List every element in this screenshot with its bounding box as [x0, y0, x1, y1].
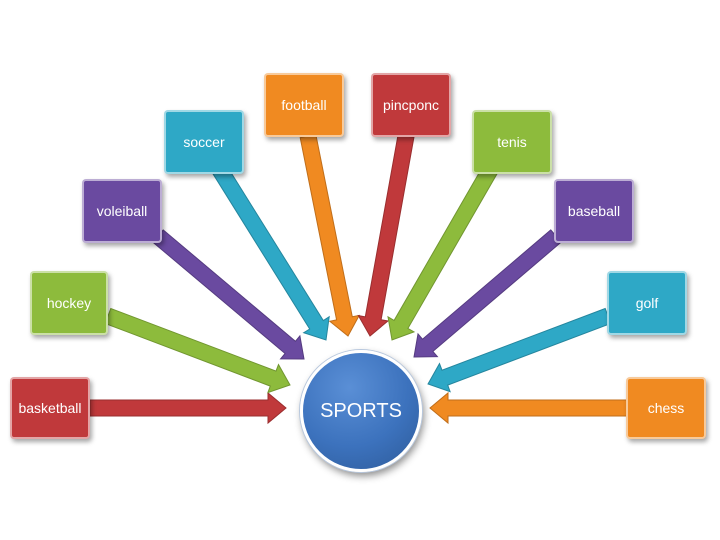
- node-chess: chess: [626, 377, 706, 439]
- arrow-football: [299, 133, 361, 337]
- arrow-soccer: [212, 165, 330, 341]
- center-label: SPORTS: [320, 399, 402, 422]
- arrow-baseball: [413, 229, 562, 358]
- node-label-chess: chess: [647, 400, 685, 416]
- arrow-chess: [429, 391, 629, 425]
- node-label-voleiball: voleiball: [96, 203, 148, 219]
- node-voleiball: voleiball: [82, 179, 162, 243]
- node-label-pincponc: pincponc: [382, 97, 440, 113]
- arrow-basketball: [89, 391, 287, 425]
- node-label-basketball: basketball: [18, 400, 82, 416]
- node-golf: golf: [607, 271, 687, 335]
- node-baseball: baseball: [554, 179, 634, 243]
- arrow-pincponc: [357, 134, 415, 337]
- node-basketball: basketball: [10, 377, 90, 439]
- node-label-football: football: [281, 97, 327, 113]
- node-hockey: hockey: [30, 271, 108, 335]
- node-label-hockey: hockey: [46, 295, 92, 311]
- node-label-baseball: baseball: [567, 203, 621, 219]
- node-football: football: [264, 73, 344, 137]
- arrow-voleiball: [152, 229, 305, 360]
- arrow-tenis: [387, 165, 498, 341]
- arrow-golf: [427, 307, 612, 393]
- node-label-soccer: soccer: [183, 134, 225, 150]
- node-soccer: soccer: [164, 110, 244, 174]
- node-pincponc: pincponc: [371, 73, 451, 137]
- node-label-tenis: tenis: [497, 134, 527, 150]
- node-label-golf: golf: [635, 295, 659, 311]
- node-tenis: tenis: [472, 110, 552, 174]
- center-hub: SPORTS: [300, 350, 422, 472]
- arrow-hockey: [104, 307, 291, 394]
